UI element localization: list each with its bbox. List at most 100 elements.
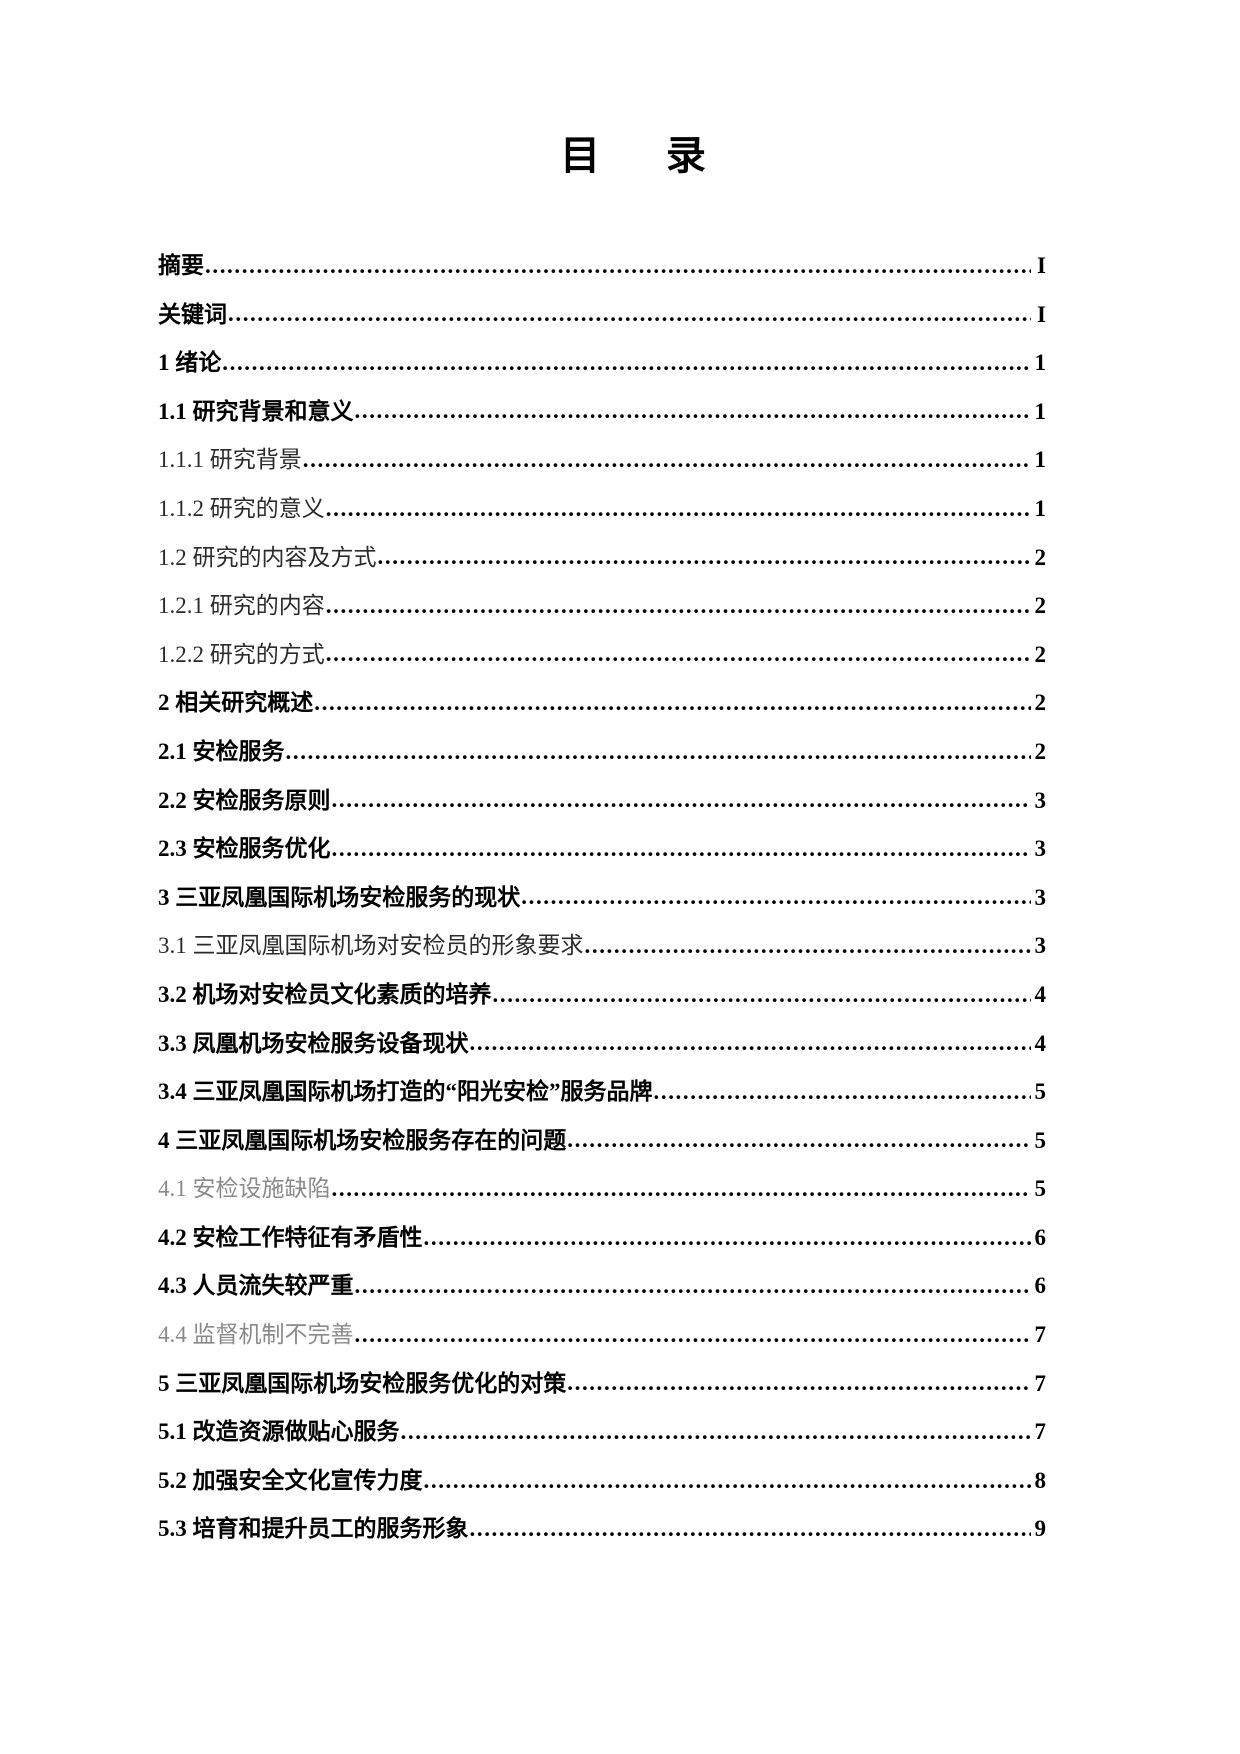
- toc-entry[interactable]: 4 三亚凤凰国际机场安检服务存在的问题5: [158, 1125, 1046, 1174]
- toc-entry-label: 2.3 安检服务优化: [158, 836, 331, 862]
- toc-entry[interactable]: 摘要 I: [158, 250, 1046, 299]
- toc-entry[interactable]: 2 相关研究概述2: [158, 687, 1046, 736]
- toc-page-number: 7: [1034, 1370, 1047, 1396]
- toc-entry[interactable]: 1.1.2 研究的意义1: [158, 493, 1046, 542]
- toc-entry[interactable]: 1 绪论 1: [158, 347, 1046, 396]
- toc-page-number: 2: [1034, 641, 1047, 667]
- toc-entry[interactable]: 2.2 安检服务原则 3: [158, 785, 1046, 834]
- toc-entry-label: 1.1 研究背景和意义: [158, 398, 354, 424]
- toc-entry[interactable]: 3.3 凤凰机场安检服务设备现状 4: [158, 1028, 1046, 1077]
- toc-page-number: 3: [1034, 836, 1047, 862]
- toc-page-number: 2: [1034, 738, 1047, 764]
- toc-dot-leader: [205, 250, 1031, 273]
- toc-entry[interactable]: 关键词 I: [158, 299, 1046, 348]
- toc-page-number: 3: [1034, 787, 1047, 813]
- toc-entry-label: 1 绪论: [158, 350, 222, 376]
- toc-entry-label: 3 三亚凤凰国际机场安检服务的现状: [158, 884, 521, 910]
- toc-entry-label: 4.2 安检工作特征有矛盾性: [158, 1224, 423, 1250]
- toc-entry[interactable]: 1.1 研究背景和意义 1: [158, 396, 1046, 445]
- toc-entry[interactable]: 3 三亚凤凰国际机场安检服务的现状 3: [158, 882, 1046, 931]
- toc-entry-label: 摘要: [158, 253, 204, 278]
- toc-entry[interactable]: 1.2.1 研究的内容2: [158, 590, 1046, 639]
- toc-dot-leader: [332, 833, 1032, 856]
- toc-dot-leader: [303, 444, 1031, 467]
- toc-entry[interactable]: 2.1 安检服务2: [158, 736, 1046, 785]
- toc-entry[interactable]: 4.4 监督机制不完善 7: [158, 1319, 1046, 1368]
- table-of-contents-list: 摘要 I 关键词 I 1 绪论 1 1.1 研究背景和意义 1 1.1.1 研究背景 1 1.1.2…: [158, 250, 1046, 1562]
- toc-page-number: 8: [1034, 1467, 1047, 1493]
- toc-entry-label: 关键词: [158, 301, 227, 327]
- toc-page-number: 6: [1034, 1273, 1047, 1299]
- toc-page-number: I: [1037, 253, 1046, 278]
- toc-entry[interactable]: 3.4 三亚凤凰国际机场打造的“阳光安检”服务品牌 5: [158, 1076, 1046, 1125]
- toc-entry[interactable]: 3.1 三亚凤凰国际机场对安检员的形象要求 3: [158, 930, 1046, 979]
- toc-entry[interactable]: 3.2 机场对安检员文化素质的培养 4: [158, 979, 1046, 1028]
- toc-page-number: 3: [1034, 933, 1047, 959]
- toc-entry-label: 1.2.2 研究的方式: [158, 641, 325, 667]
- toc-page-number: 7: [1034, 1322, 1047, 1348]
- toc-entry[interactable]: 4.2 安检工作特征有矛盾性 6: [158, 1222, 1046, 1271]
- toc-entry-label: 5 三亚凤凰国际机场安检服务优化的对策: [158, 1370, 567, 1396]
- toc-dot-leader: [326, 493, 1031, 516]
- toc-entry-label: 3.2 机场对安检员文化素质的培养: [158, 981, 492, 1007]
- toc-page-number: 1: [1034, 447, 1047, 473]
- toc-entry-label: 5.3 培育和提升员工的服务形象: [158, 1516, 469, 1542]
- toc-entry[interactable]: 1.1.1 研究背景 1: [158, 444, 1046, 493]
- toc-dot-leader: [585, 930, 1032, 953]
- toc-entry-label: 5.1 改造资源做贴心服务: [158, 1419, 400, 1445]
- toc-entry-label: 1.1.1 研究背景: [158, 447, 302, 473]
- toc-entry-label: 3.4 三亚凤凰国际机场打造的“阳光安检”服务品牌: [158, 1079, 653, 1105]
- toc-page-number: 4: [1034, 1030, 1047, 1056]
- toc-page-number: 5: [1034, 1176, 1047, 1202]
- toc-dot-leader: [493, 979, 1032, 1002]
- toc-page-number: I: [1037, 301, 1046, 327]
- toc-entry-label: 4.1 安检设施缺陷: [158, 1176, 331, 1202]
- toc-dot-leader: [470, 1513, 1032, 1536]
- toc-page-number: 2: [1034, 544, 1047, 570]
- toc-entry-label: 4.3 人员流失较严重: [158, 1273, 354, 1299]
- toc-page-number: 9: [1034, 1516, 1047, 1542]
- toc-dot-leader: [286, 736, 1032, 759]
- toc-entry-label: 2.2 安检服务原则: [158, 787, 331, 813]
- toc-entry-label: 3.1 三亚凤凰国际机场对安检员的形象要求: [158, 933, 584, 959]
- toc-page-number: 1: [1034, 398, 1047, 424]
- toc-entry-label: 2 相关研究概述: [158, 690, 314, 716]
- toc-dot-leader: [378, 542, 1032, 564]
- toc-entry-label: 1.2 研究的内容及方式: [158, 544, 377, 570]
- toc-entry[interactable]: 5.2 加强安全文化宣传力度 8: [158, 1465, 1046, 1514]
- toc-dot-leader: [326, 590, 1031, 613]
- toc-dot-leader: [654, 1076, 1032, 1099]
- toc-entry[interactable]: 1.2.2 研究的方式 2: [158, 639, 1046, 688]
- toc-page-number: 5: [1034, 1127, 1047, 1153]
- toc-page-number: 7: [1034, 1419, 1047, 1445]
- toc-dot-leader: [228, 299, 1031, 321]
- toc-entry-label: 1.1.2 研究的意义: [158, 495, 325, 521]
- toc-dot-leader: [424, 1222, 1032, 1245]
- toc-entry-label: 5.2 加强安全文化宣传力度: [158, 1467, 423, 1493]
- page-title: 目 录: [560, 133, 708, 179]
- toc-page-number: 6: [1034, 1224, 1047, 1250]
- toc-page-number: 3: [1034, 884, 1047, 910]
- toc-entry[interactable]: 5.1 改造资源做贴心服务 7: [158, 1416, 1046, 1465]
- toc-entry-label: 4.4 监督机制不完善: [158, 1322, 354, 1348]
- toc-dot-leader: [567, 1125, 1031, 1147]
- toc-page-number: 1: [1034, 350, 1047, 376]
- toc-dot-leader: [332, 1173, 1032, 1196]
- toc-entry[interactable]: 4.3 人员流失较严重 6: [158, 1270, 1046, 1319]
- toc-dot-leader: [521, 882, 1031, 904]
- toc-dot-leader: [332, 785, 1032, 807]
- toc-page-number: 4: [1034, 981, 1047, 1007]
- toc-dot-leader: [424, 1465, 1032, 1488]
- toc-dot-leader: [326, 639, 1031, 661]
- toc-entry[interactable]: 2.3 安检服务优化 3: [158, 833, 1046, 882]
- toc-entry-label: 3.3 凤凰机场安检服务设备现状: [158, 1030, 469, 1056]
- toc-entry[interactable]: 5 三亚凤凰国际机场安检服务优化的对策 7: [158, 1368, 1046, 1417]
- toc-dot-leader: [355, 396, 1032, 418]
- toc-dot-leader: [567, 1368, 1031, 1390]
- toc-entry-label: 1.2.1 研究的内容: [158, 593, 325, 619]
- toc-entry[interactable]: 5.3 培育和提升员工的服务形象 9: [158, 1513, 1046, 1562]
- toc-entry[interactable]: 1.2 研究的内容及方式 2: [158, 542, 1046, 591]
- toc-entry[interactable]: 4.1 安检设施缺陷 5: [158, 1173, 1046, 1222]
- toc-page-number: 5: [1034, 1079, 1047, 1105]
- toc-dot-leader: [314, 687, 1031, 710]
